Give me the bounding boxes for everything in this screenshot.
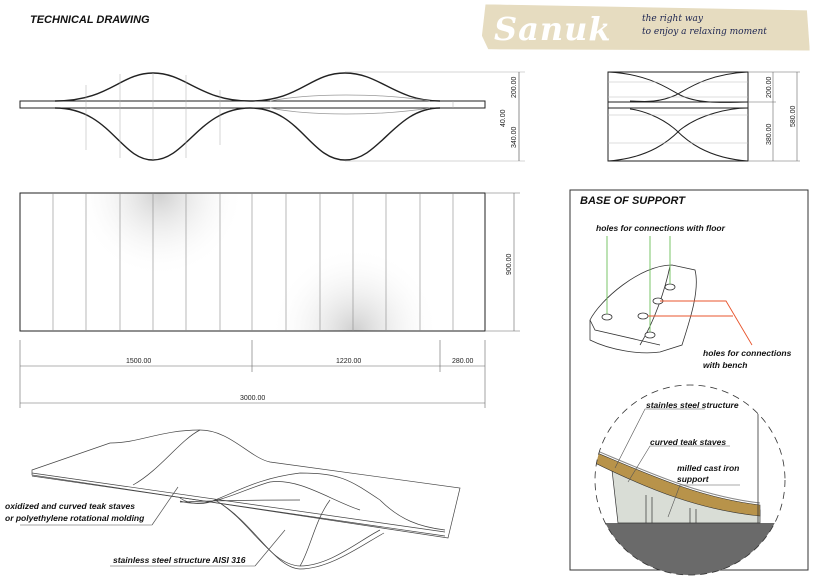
perspective-leader-lines	[20, 486, 286, 567]
detail-view	[595, 400, 785, 575]
label-bench-holes-1: holes for connections	[703, 348, 792, 358]
perspective-view	[20, 429, 461, 570]
plan-dim-seg2: 1220.00	[336, 358, 361, 365]
front-stave-lines	[85, 71, 525, 162]
label-teak: curved teak staves	[650, 437, 727, 447]
label-iron-1: milled cast iron	[677, 463, 740, 473]
label-bench-holes-2: with bench	[703, 360, 748, 370]
detail-leader-lines	[614, 408, 740, 518]
teak-stave	[595, 451, 761, 517]
plan-shading	[75, 193, 440, 331]
side-view	[607, 71, 800, 162]
front-view	[19, 71, 525, 162]
front-plate	[19, 100, 486, 109]
label-steel: stainles steel structure	[646, 400, 739, 410]
plan-dim-seg3: 280.00	[452, 358, 474, 365]
steel-structure	[595, 449, 761, 504]
front-inner-curve	[269, 94, 431, 115]
plan-dimension-lines	[19, 192, 520, 408]
label-staves-2: or polyethylene rotational molding	[5, 513, 145, 523]
base-of-support-title: BASE OF SUPPORT	[580, 195, 685, 207]
plan-view	[19, 192, 520, 408]
plan-dim-total: 3000.00	[240, 395, 265, 402]
base-of-support-box	[569, 189, 809, 576]
logo-wordmark: Sanuk	[494, 10, 612, 48]
logo-tagline-1: the right way	[642, 14, 703, 24]
front-dim-top: 200.00	[511, 76, 518, 98]
label-floor-holes: holes for connections with floor	[596, 223, 725, 233]
label-iron-2: support	[677, 474, 709, 484]
front-dim-bottom: 340.00	[511, 126, 518, 148]
logo-tagline-2: to enjoy a relaxing moment	[642, 27, 767, 37]
label-structure: stainless steel structure AISI 316	[113, 555, 246, 565]
side-dimension-lines	[748, 71, 800, 162]
front-top-curve	[54, 72, 441, 102]
label-staves-1: oxidized and curved teak staves	[5, 501, 135, 511]
plan-outline	[19, 192, 486, 332]
front-bottom-curve	[54, 107, 441, 161]
side-dim-top: 200.00	[766, 76, 773, 98]
detail-circle	[594, 384, 786, 576]
support-piece	[589, 264, 697, 354]
side-dim-bottom: 380.00	[766, 123, 773, 145]
page-title: TECHNICAL DRAWING	[30, 14, 150, 26]
front-dim-plate: 40.00	[500, 109, 507, 127]
bench-leader-lines	[648, 300, 753, 346]
plan-dim-seg1: 1500.00	[126, 358, 151, 365]
side-dim-total: 580.00	[790, 105, 797, 127]
plan-stave-lines	[52, 193, 454, 331]
plan-dim-depth: 900.00	[506, 253, 513, 275]
